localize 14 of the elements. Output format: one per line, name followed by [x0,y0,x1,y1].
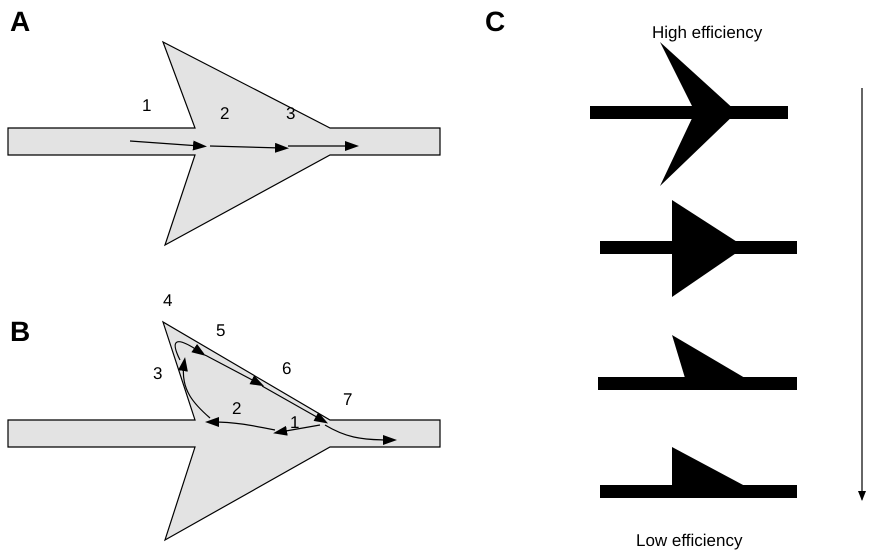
panel-label: A [10,8,30,36]
step-number: 3 [153,365,162,382]
step-number: 6 [282,360,292,377]
step-number: 2 [220,105,230,122]
scale-label: High efficiency [652,24,762,41]
step-number: 4 [163,292,172,309]
step-number: 1 [142,97,152,114]
step-number: 2 [232,400,242,417]
scale-label: Low efficiency [636,532,742,549]
step-number: 1 [290,414,300,431]
panel-label: C [485,8,506,36]
panel-label: B [10,318,30,346]
step-number: 5 [216,322,226,339]
step-number: 7 [343,391,352,408]
